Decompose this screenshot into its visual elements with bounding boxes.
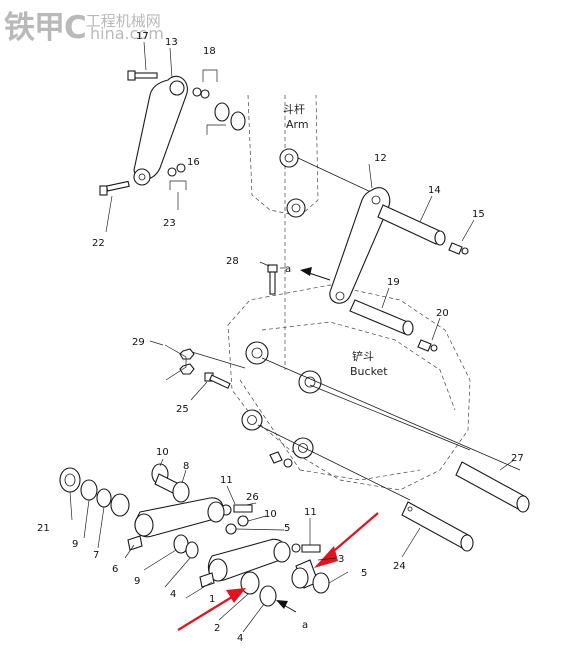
part-label-9-mid: 9 [134,576,140,587]
part-label-5-mid: 5 [284,523,290,534]
part-label-13: 13 [165,37,178,48]
part-label-15: 15 [472,209,485,220]
part-label-3: 3 [338,554,344,565]
bushings-right [240,543,330,607]
part-label-29: 29 [132,337,145,348]
side-link [300,187,391,304]
part-number-labels: 1 2 3 4 4 5 5 6 7 8 9 9 10 10 11 11 12 1… [37,31,524,644]
link-1 [199,538,291,588]
bolt-28 [259,261,278,295]
part-label-23: 23 [163,218,176,229]
part-label-6: 6 [112,564,118,575]
part-label-26: 26 [246,492,259,503]
pin-19 [349,299,438,352]
bucket-outline [227,284,471,491]
part-label-10-upper: 10 [156,447,169,458]
marker-a-lower: a [302,620,308,631]
direction-arrow-a [276,600,297,613]
watermark-subtitle: 工程机械网 [85,12,161,30]
watermark-site-prefix: C [64,10,87,46]
pin-14 [377,204,469,255]
highlight-arrow-bushing-3 [314,512,379,568]
part-label-14: 14 [428,185,441,196]
part-label-28: 28 [226,256,239,267]
part-label-10-lower: 10 [264,509,277,520]
part-label-21: 21 [37,523,50,534]
pin-27 [455,461,530,513]
marker-a-upper: a [285,264,291,275]
bucket-pin-bosses [241,341,521,501]
part-label-11-lower: 11 [304,507,317,518]
part-label-4-left: 4 [170,589,176,600]
part-label-17: 17 [136,31,149,42]
arm-label-cn: 斗杆 [283,102,305,116]
part-label-16: 16 [187,157,200,168]
part-label-18: 18 [203,46,216,57]
pin-24 [401,501,474,552]
part-label-20: 20 [436,308,449,319]
part-label-8: 8 [183,461,189,472]
part-label-11-upper: 11 [220,475,233,486]
part-label-25: 25 [176,404,189,415]
upper-link-assembly [99,69,246,196]
link-6 [127,497,225,551]
part-label-9-left: 9 [72,539,78,550]
part-label-19: 19 [387,277,400,288]
part-label-22: 22 [92,238,105,249]
part-label-4-bottom: 4 [237,633,243,644]
fittings-upper [220,451,293,535]
part-label-12: 12 [374,153,387,164]
part-label-5-right: 5 [361,568,367,579]
bucket-label-en: Bucket [350,365,388,378]
part-label-24: 24 [393,561,406,572]
bolt-25 [204,372,231,389]
watermark-brand: 铁甲 [4,10,65,46]
part-label-1: 1 [209,594,215,605]
watermark: 铁甲C工程机械网 hina.com [4,2,164,47]
watermark-site: hina.com [90,24,164,43]
leader-lines [69,41,515,633]
arm-label-en: Arm [286,118,309,131]
part-label-2: 2 [214,623,220,634]
part-label-7: 7 [93,550,99,561]
highlight-arrow-bushing-2 [177,588,246,631]
part-label-27: 27 [511,453,524,464]
bushings-left [59,463,199,559]
nuts-29 [164,344,246,381]
bucket-label-cn: 铲斗 [352,349,374,363]
